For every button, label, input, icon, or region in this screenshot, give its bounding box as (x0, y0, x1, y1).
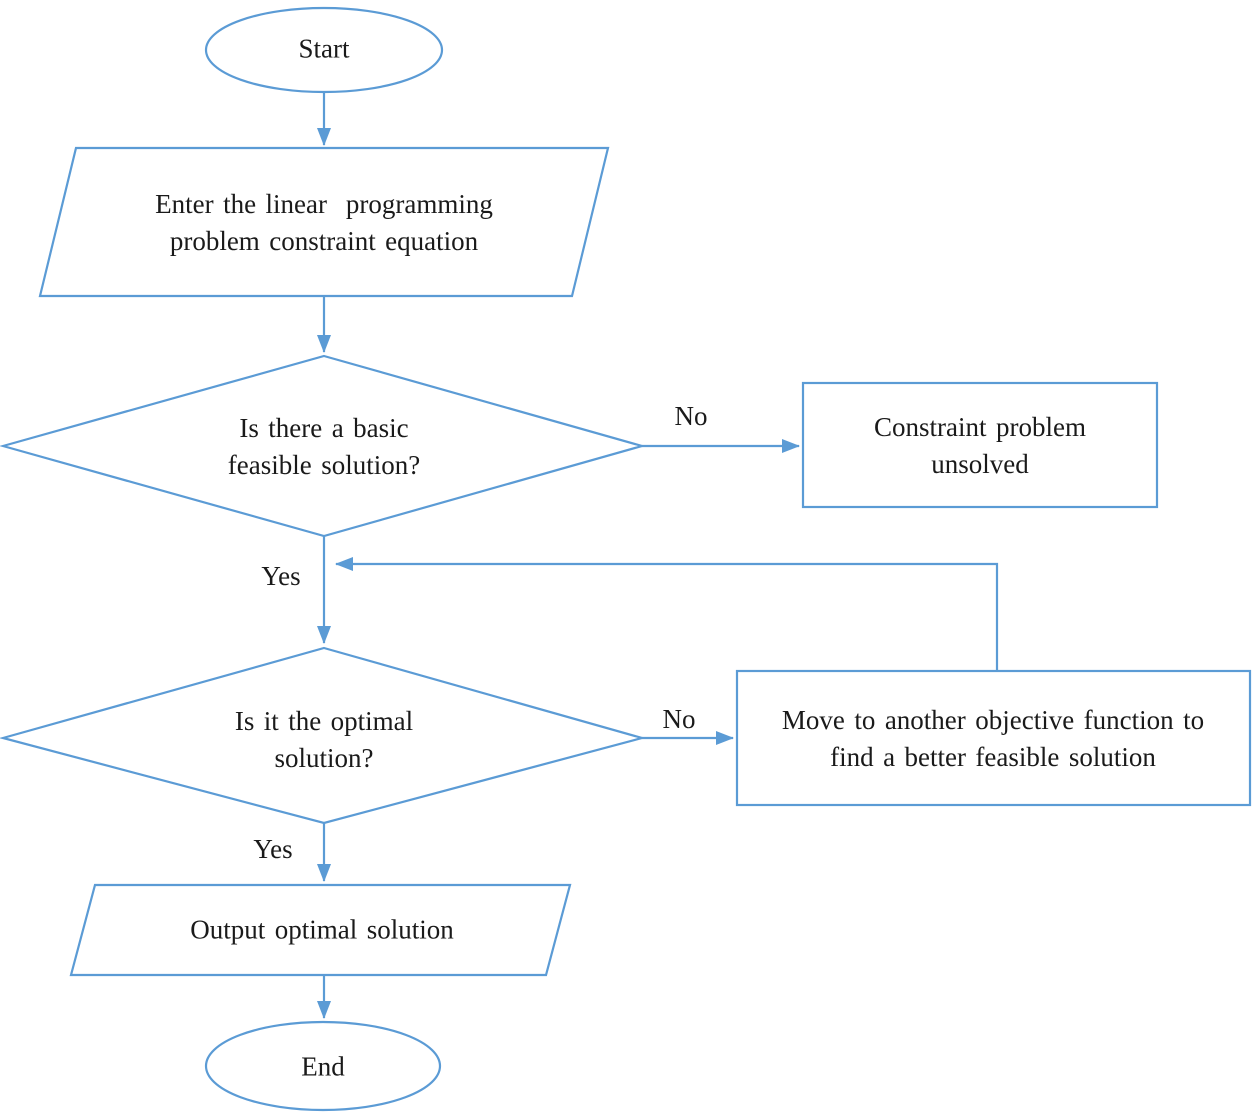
edge-label-no-1: No (674, 401, 708, 431)
decision-optimal-label: Is it the optimal solution? (234, 706, 414, 773)
edge-label-no-2: No (662, 704, 696, 734)
input-constraints-node (38, 146, 610, 298)
input-constraints-label: Enter the linear programming problem con… (155, 189, 493, 256)
edge-label-yes-1: Yes (261, 561, 301, 591)
end-label: End (301, 1051, 345, 1082)
move-objective-node (735, 669, 1252, 807)
constraint-unsolved-label: Constraint problem unsolved (874, 412, 1086, 479)
end-node (204, 1020, 442, 1112)
output-solution-node (69, 883, 572, 977)
start-label: Start (298, 33, 350, 64)
edge-label-yes-2: Yes (253, 834, 293, 864)
output-solution-label: Output optimal solution (190, 914, 454, 945)
move-objective-label: Move to another objective function to fi… (781, 705, 1205, 772)
arrow-feedback-loop (335, 557, 999, 671)
constraint-unsolved-node (801, 381, 1159, 509)
decision-basic-feasible-label: Is there a basic feasible solution? (227, 413, 421, 480)
